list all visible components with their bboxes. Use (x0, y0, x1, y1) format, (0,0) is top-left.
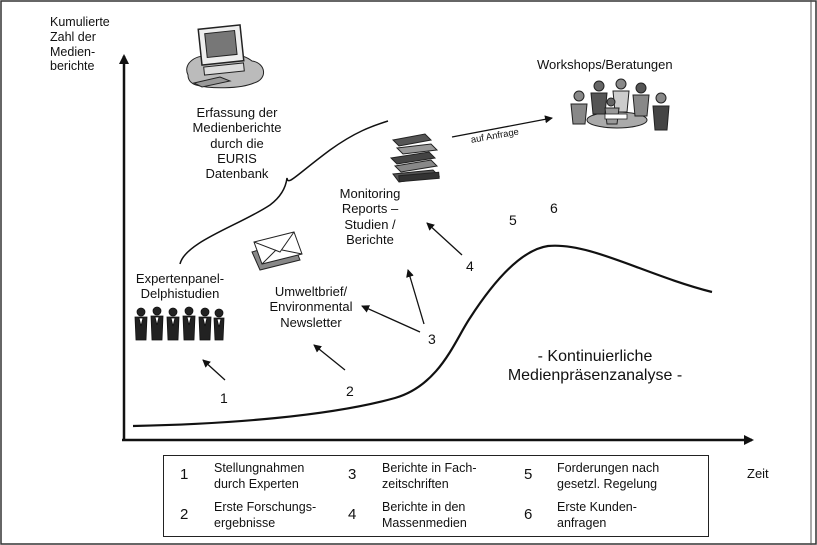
monitoring-line: Berichte (346, 231, 394, 247)
x-axis-label: Zeit (747, 466, 769, 481)
kontinuierlich-line: - Kontinuierliche (537, 348, 653, 365)
arrow-3b (406, 269, 425, 325)
legend-text-1: Stellungnahmen durch Experten (214, 461, 304, 492)
brace (179, 120, 389, 265)
legend-text-4: Berichte in den Massenmedien (382, 500, 467, 531)
expertenpanel-line: Expertenpanel- (135, 271, 225, 286)
monitoring-label: Monitoring Reports – Studien / Berichte (320, 186, 420, 247)
legend-text-line: anfragen (557, 515, 607, 530)
legend-text-5: Forderungen nach gesetzl. Regelung (557, 461, 659, 492)
monitoring-line: Studien / (344, 216, 396, 232)
workshops-label: Workshops/Beratungen (537, 57, 673, 72)
legend-text-line: ergebnisse (214, 515, 276, 530)
stage-number-5: 5 (509, 212, 517, 228)
legend-number-3: 3 (348, 466, 357, 483)
legend-text-3: Berichte in Fach- zeitschriften (382, 461, 476, 492)
arrow-auf-anfrage (451, 115, 553, 138)
erfassung-line: EURIS (217, 150, 257, 166)
y-axis-label-line: Zahl der (50, 29, 96, 44)
legend-text-6: Erste Kunden- anfragen (557, 500, 637, 531)
envelope-icon (251, 231, 303, 271)
erfassung-line: Datenbank (205, 166, 269, 182)
monitoring-line: Reports – (341, 201, 399, 217)
stage-number-4: 4 (466, 258, 474, 274)
monitoring-line: Monitoring (339, 186, 401, 201)
legend-text-line: Berichte in Fach- (382, 461, 477, 475)
legend-text-line: durch Experten (214, 476, 299, 491)
legend-text-2: Erste Forschungs- ergebnisse (214, 500, 316, 531)
legend-number-1: 1 (180, 466, 189, 483)
stage-number-2: 2 (346, 383, 354, 399)
kontinuierlich-label: - Kontinuierliche Medienpräsenzanalyse - (480, 348, 710, 386)
erfassung-line: Erfassung der (196, 105, 278, 120)
legend-text-line: Berichte in den (382, 500, 466, 514)
legend-text-line: zeitschriften (382, 476, 449, 491)
stage-number-6: 6 (550, 200, 558, 216)
y-axis-label-line: Medien- (50, 44, 96, 59)
legend-number-4: 4 (348, 506, 357, 523)
legend-text-line: Massenmedien (382, 515, 467, 530)
legend-text-line: Forderungen nach (557, 461, 660, 475)
workshop-people-icon (570, 78, 670, 131)
arrow-1 (202, 359, 226, 381)
legend-number-5: 5 (524, 466, 533, 483)
umweltbrief-line: Newsletter (280, 314, 342, 330)
book-stack-icon (389, 133, 441, 183)
umweltbrief-label: Umweltbrief/ Environmental Newsletter (256, 284, 366, 330)
umweltbrief-line: Environmental (269, 299, 353, 315)
kontinuierlich-line: Medienpräsenzanalyse - (507, 366, 683, 384)
erfassung-label: Erfassung der Medienberichte durch die E… (172, 105, 302, 182)
legend-text-line: gesetzl. Regelung (557, 476, 658, 491)
expert-group-icon (134, 306, 225, 341)
expertenpanel-label: Expertenpanel- Delphistudien (120, 271, 240, 302)
expertenpanel-line: Delphistudien (140, 286, 220, 302)
legend-text-line: Erste Kunden- (557, 500, 637, 514)
legend-number-2: 2 (180, 506, 189, 523)
erfassung-line: durch die (210, 135, 264, 151)
y-axis-label-line: berichte (50, 59, 95, 74)
stage-number-1: 1 (220, 390, 228, 406)
computer-icon (186, 24, 264, 89)
legend-text-line: Stellungnahmen (214, 461, 305, 475)
arrow-3a (361, 305, 421, 333)
legend-text-line: Erste Forschungs- (214, 500, 317, 514)
erfassung-line: Medienberichte (192, 120, 282, 136)
y-axis-label: Kumulierte Zahl der Medien- berichte (50, 15, 110, 74)
stage-number-3: 3 (428, 331, 436, 347)
umweltbrief-line: Umweltbrief/ (274, 284, 348, 299)
arrow-2 (313, 344, 346, 371)
legend-number-6: 6 (524, 506, 533, 523)
arrow-4 (426, 222, 463, 256)
legend-box: 1 Stellungnahmen durch Experten 2 Erste … (163, 455, 709, 537)
media-curve (132, 244, 713, 428)
y-axis-label-line: Kumulierte (50, 15, 110, 29)
